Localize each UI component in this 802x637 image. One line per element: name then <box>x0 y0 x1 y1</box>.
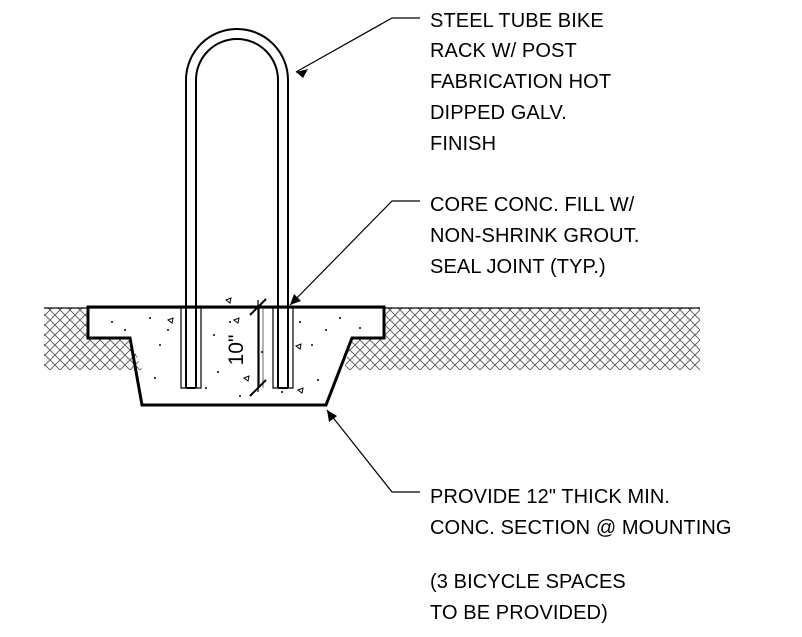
note-spaces-line: TO BE PROVIDED) <box>430 602 608 624</box>
note-grout-line: NON-SHRINK GROUT. <box>430 225 639 247</box>
note-spaces-line: (3 BICYCLE SPACES <box>430 571 626 593</box>
embed-dimension <box>249 298 267 397</box>
note-section-line: PROVIDE 12" THICK MIN. <box>430 486 670 508</box>
note-grout-line: CORE CONC. FILL W/ <box>430 194 635 216</box>
note-grout-line: SEAL JOINT (TYP.) <box>430 256 606 278</box>
note-section: PROVIDE 12" THICK MIN. CONC. SECTION @ M… <box>430 486 732 539</box>
note-rack-line: FABRICATION HOT <box>430 71 611 93</box>
note-spaces: (3 BICYCLE SPACES TO BE PROVIDED) <box>430 571 626 624</box>
post-sleeve-core <box>180 308 294 389</box>
leader-lines <box>289 17 420 493</box>
note-rack-line: DIPPED GALV. <box>430 102 567 124</box>
note-rack-line: FINISH <box>430 133 496 155</box>
note-grout: CORE CONC. FILL W/ NON-SHRINK GROUT. SEA… <box>430 194 639 278</box>
embed-depth-label: 10" <box>225 335 248 366</box>
note-rack-line: RACK W/ POST <box>430 40 577 62</box>
note-rack-line: STEEL TUBE BIKE <box>430 10 604 32</box>
note-rack: STEEL TUBE BIKE RACK W/ POST FABRICATION… <box>430 10 611 155</box>
concrete-aggregate-icon <box>111 297 361 397</box>
note-section-line: CONC. SECTION @ MOUNTING <box>430 517 732 539</box>
concrete-footing <box>86 305 386 407</box>
